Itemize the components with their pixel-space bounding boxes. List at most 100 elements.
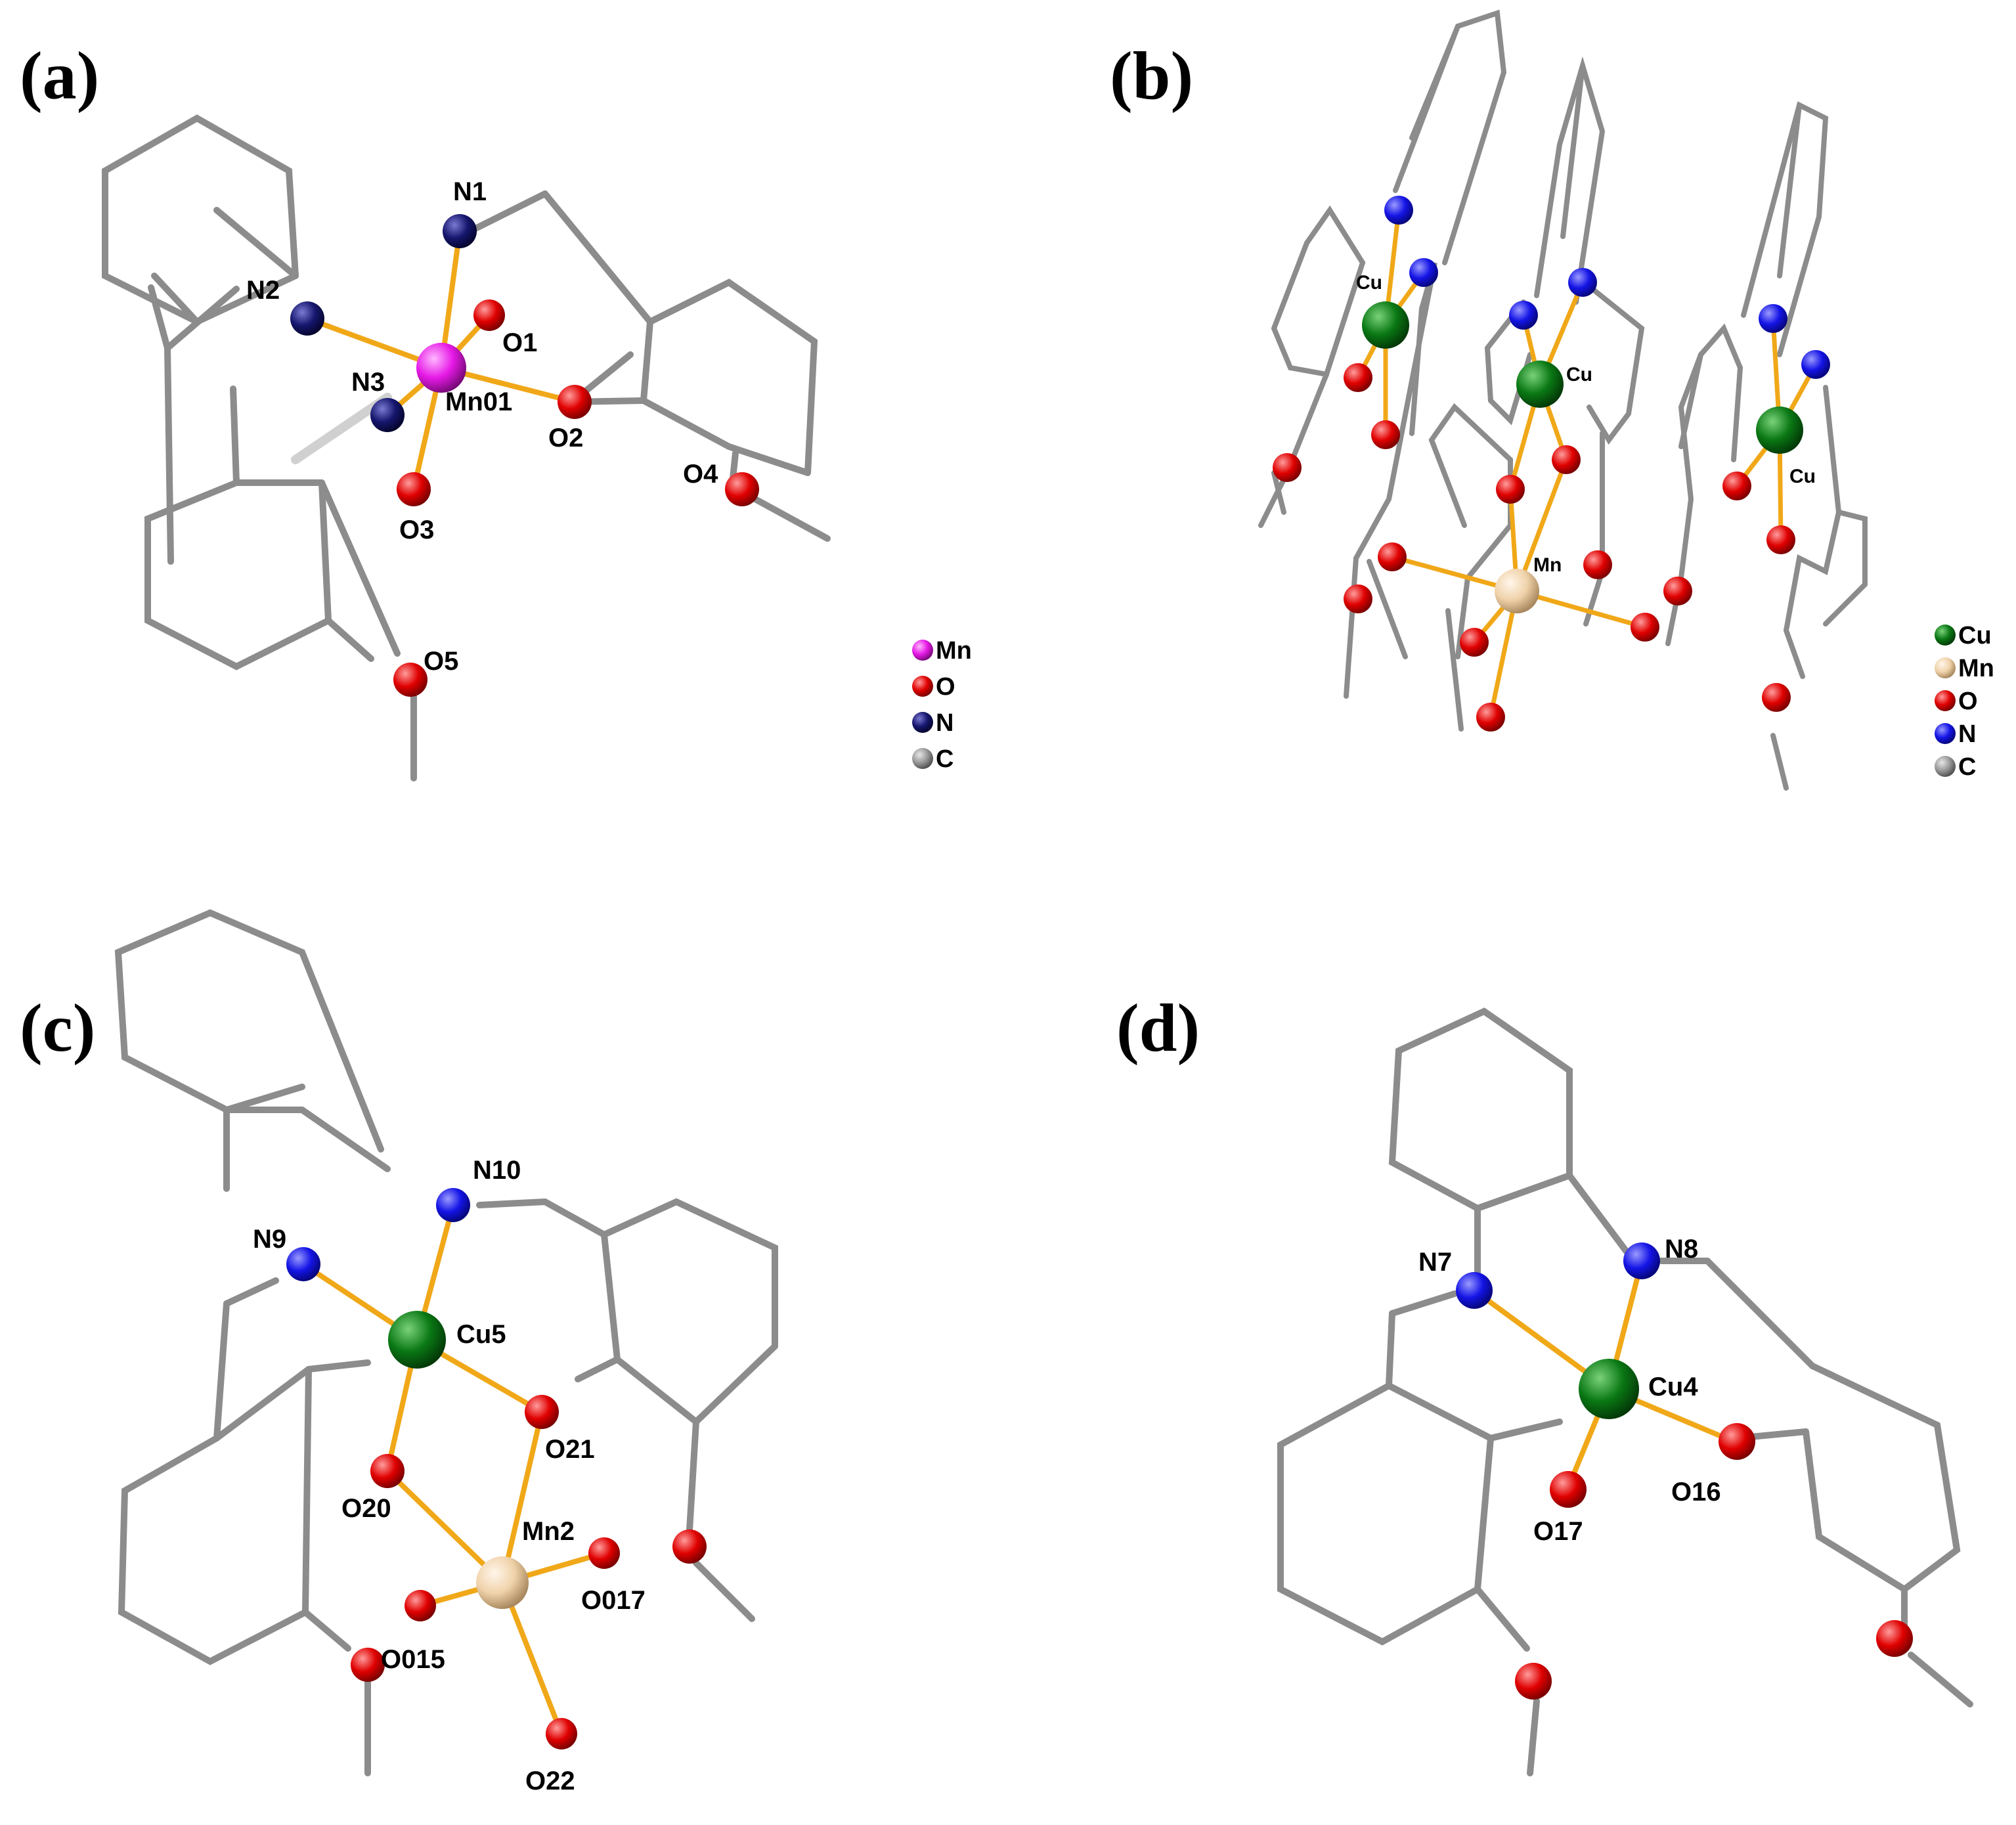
atom-b-o15 xyxy=(1762,683,1791,712)
atom-o3 xyxy=(397,472,431,506)
atom-b-n4 xyxy=(1568,268,1597,297)
legend-a-o: O xyxy=(936,673,955,701)
panel-b-labels: Cu Cu Cu Mn xyxy=(1356,272,1816,576)
panel-c-bonds xyxy=(114,909,778,1776)
atom-o17 xyxy=(1550,1471,1587,1508)
label-o4: O4 xyxy=(683,460,718,489)
atom-b-o6 xyxy=(1460,628,1489,657)
atom-b-o14 xyxy=(1766,525,1795,554)
panel-c-labels: N10 N9 Cu5 O21 O20 Mn2 O017 O015 O22 xyxy=(253,1156,646,1795)
atom-n8 xyxy=(1623,1242,1660,1279)
atom-mn01 xyxy=(416,343,466,393)
legend-b-cu: Cu xyxy=(1958,622,1992,649)
panel-a-legend: Mn O N C xyxy=(912,637,972,773)
atom-b-o7 xyxy=(1496,475,1525,504)
label-o16: O16 xyxy=(1671,1478,1721,1506)
label-o20: O20 xyxy=(341,1494,391,1523)
atom-o1 xyxy=(473,299,505,331)
atom-b-o12 xyxy=(1663,577,1692,605)
panel-d-atoms xyxy=(1456,1242,1913,1700)
legend-b-o-dot xyxy=(1935,690,1956,711)
legend-a-n-dot xyxy=(912,712,933,733)
atom-b-n3 xyxy=(1509,301,1538,330)
legend-b-mn-dot xyxy=(1935,657,1956,678)
atom-c-ome2 xyxy=(672,1529,707,1564)
label-n10: N10 xyxy=(473,1156,521,1185)
panel-a-labels: N1 N2 N3 O1 Mn01 O2 O3 O4 O5 xyxy=(246,177,718,676)
panel-b-atoms xyxy=(1273,196,1830,732)
atom-b-mn xyxy=(1495,569,1539,613)
panel-d-bonds xyxy=(1277,1007,1973,1776)
label-o017: O017 xyxy=(581,1586,646,1615)
atom-d-ome2 xyxy=(1876,1620,1913,1657)
panel-b-bonds xyxy=(1258,9,1868,791)
atom-n10 xyxy=(436,1188,470,1222)
label-b-cu1: Cu xyxy=(1356,272,1382,294)
label-n3: N3 xyxy=(351,368,385,397)
panel-a-letter: (a) xyxy=(20,38,99,114)
atom-b-n5 xyxy=(1759,304,1787,333)
atom-b-n1 xyxy=(1384,196,1413,225)
atom-n7 xyxy=(1456,1272,1493,1309)
atom-b-cu1 xyxy=(1362,301,1409,349)
label-b-cu3: Cu xyxy=(1789,466,1816,487)
legend-a-o-dot xyxy=(912,676,933,697)
panel-d-letter: (d) xyxy=(1116,990,1200,1066)
label-o17: O17 xyxy=(1533,1517,1583,1546)
atom-cu5 xyxy=(388,1311,446,1369)
atom-n2 xyxy=(290,301,324,336)
atom-d-ome1 xyxy=(1515,1663,1552,1700)
label-b-cu2: Cu xyxy=(1566,364,1592,385)
atom-b-o9 xyxy=(1583,550,1612,579)
legend-a-n: N xyxy=(936,709,953,737)
label-o3: O3 xyxy=(399,516,434,544)
atom-cu4 xyxy=(1579,1359,1639,1419)
label-cu4: Cu4 xyxy=(1648,1373,1698,1401)
legend-b-c-dot xyxy=(1935,756,1956,777)
label-b-mn: Mn xyxy=(1533,554,1562,576)
legend-b-n-dot xyxy=(1935,723,1956,744)
label-n2: N2 xyxy=(246,276,280,305)
atom-b-cu2 xyxy=(1516,361,1564,408)
atom-b-o4 xyxy=(1378,542,1407,571)
label-cu5: Cu5 xyxy=(456,1320,506,1349)
legend-b-mn: Mn xyxy=(1958,655,1994,682)
panel-c: (c) xyxy=(20,909,778,1795)
label-o21: O21 xyxy=(545,1435,595,1464)
label-mn01: Mn01 xyxy=(445,387,512,416)
label-o22: O22 xyxy=(525,1767,575,1795)
atom-b-n6 xyxy=(1801,350,1830,379)
atom-o16 xyxy=(1719,1423,1755,1460)
atom-b-o2 xyxy=(1371,420,1400,449)
atom-o4 xyxy=(725,472,759,506)
legend-b-c: C xyxy=(1958,753,1976,781)
panel-b: (b) xyxy=(1110,9,1994,791)
legend-a-c: C xyxy=(936,745,953,773)
panel-c-letter: (c) xyxy=(20,990,95,1066)
atom-c-ome1 xyxy=(351,1648,385,1682)
atom-n1 xyxy=(443,214,477,248)
atom-o5 xyxy=(393,663,427,697)
atom-o015-left xyxy=(405,1590,436,1621)
atom-o017 xyxy=(588,1537,620,1569)
atom-b-o10 xyxy=(1631,613,1659,642)
legend-b-cu-dot xyxy=(1935,625,1956,646)
atom-b-o3 xyxy=(1273,453,1302,482)
atom-b-o8 xyxy=(1552,445,1581,474)
label-mn2: Mn2 xyxy=(522,1517,575,1546)
atom-b-o1 xyxy=(1344,363,1372,392)
atom-b-o13 xyxy=(1722,472,1751,500)
atom-n9 xyxy=(286,1247,320,1281)
label-n1: N1 xyxy=(453,177,487,206)
panel-a: (a) xyxy=(20,38,972,781)
label-o1: O1 xyxy=(502,328,537,357)
atom-o20 xyxy=(370,1454,405,1488)
label-n9: N9 xyxy=(253,1225,286,1254)
atom-b-cu3 xyxy=(1756,407,1803,454)
panel-d-labels: N7 N8 Cu4 O16 O17 xyxy=(1418,1235,1721,1546)
atom-o22 xyxy=(546,1718,577,1749)
atom-b-n2 xyxy=(1409,258,1438,287)
panel-b-letter: (b) xyxy=(1110,38,1193,114)
label-o2: O2 xyxy=(548,424,583,452)
panel-b-legend: Cu Mn O N C xyxy=(1935,622,1994,781)
